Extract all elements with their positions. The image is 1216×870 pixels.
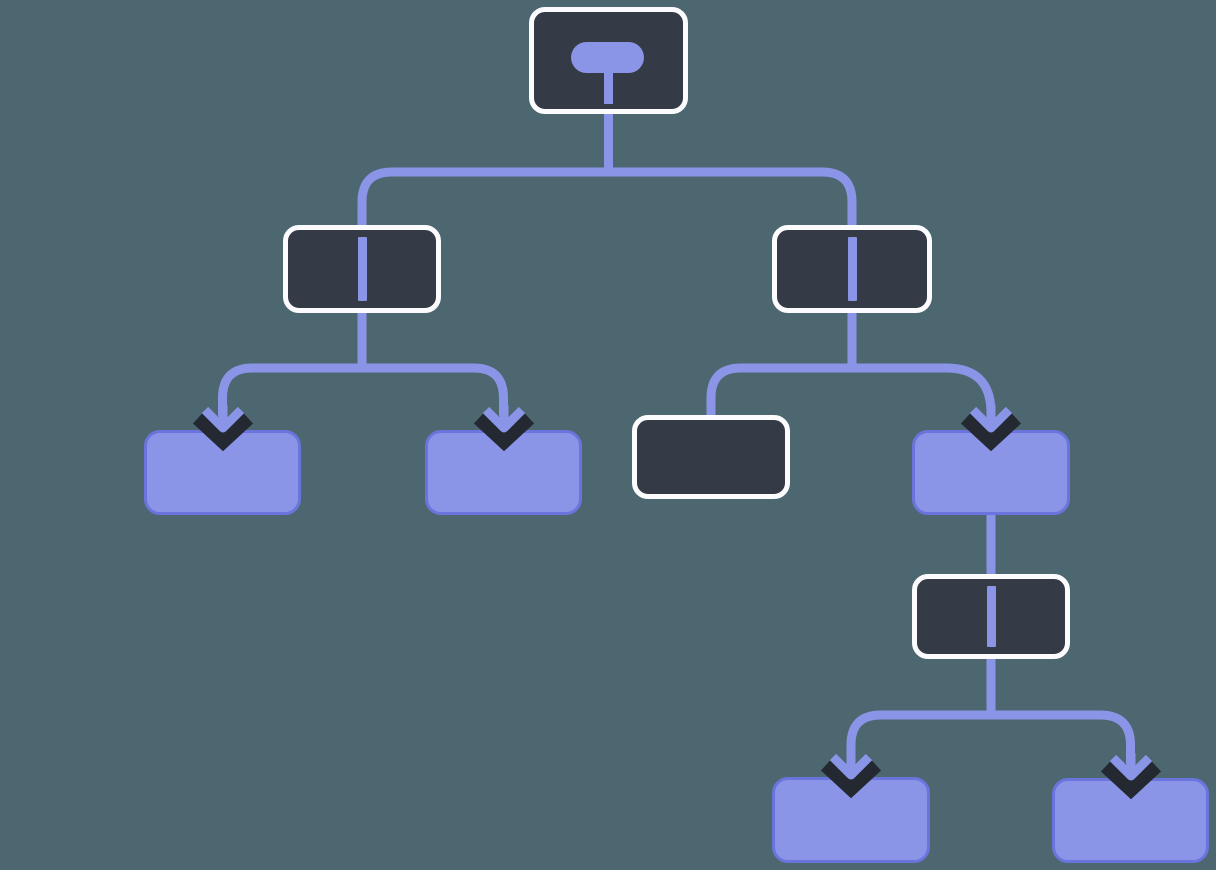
tree-node-branch-sub	[912, 574, 1070, 659]
pass-through-line	[847, 237, 857, 301]
pass-through-line	[986, 586, 996, 647]
tree-node-branch-left	[283, 225, 441, 313]
pass-through-line	[357, 237, 367, 301]
tree-node-root	[529, 7, 688, 114]
edge-bottom-branch	[846, 710, 1135, 764]
arrow-down-icon	[192, 405, 253, 452]
tree-node-leaf-5	[1052, 753, 1209, 863]
tree-node-branch-right	[772, 225, 932, 313]
tree-node-leaf-1	[144, 405, 301, 515]
arrow-down-icon	[1100, 753, 1161, 800]
edge-right-branch	[706, 363, 996, 422]
arrow-down-icon	[960, 405, 1022, 452]
arrow-down-icon	[473, 405, 534, 452]
tree-node-leaf-2	[425, 405, 582, 515]
edge-left-branch	[218, 363, 508, 416]
root-pill-stem	[604, 68, 613, 104]
tree-node-plain-dark	[632, 415, 790, 499]
tree-node-leaf-4	[772, 752, 930, 863]
tree-node-leaf-3	[912, 405, 1070, 515]
root-pill-icon	[571, 42, 644, 73]
arrow-down-icon	[820, 752, 882, 799]
edge-top-branch	[357, 167, 857, 232]
